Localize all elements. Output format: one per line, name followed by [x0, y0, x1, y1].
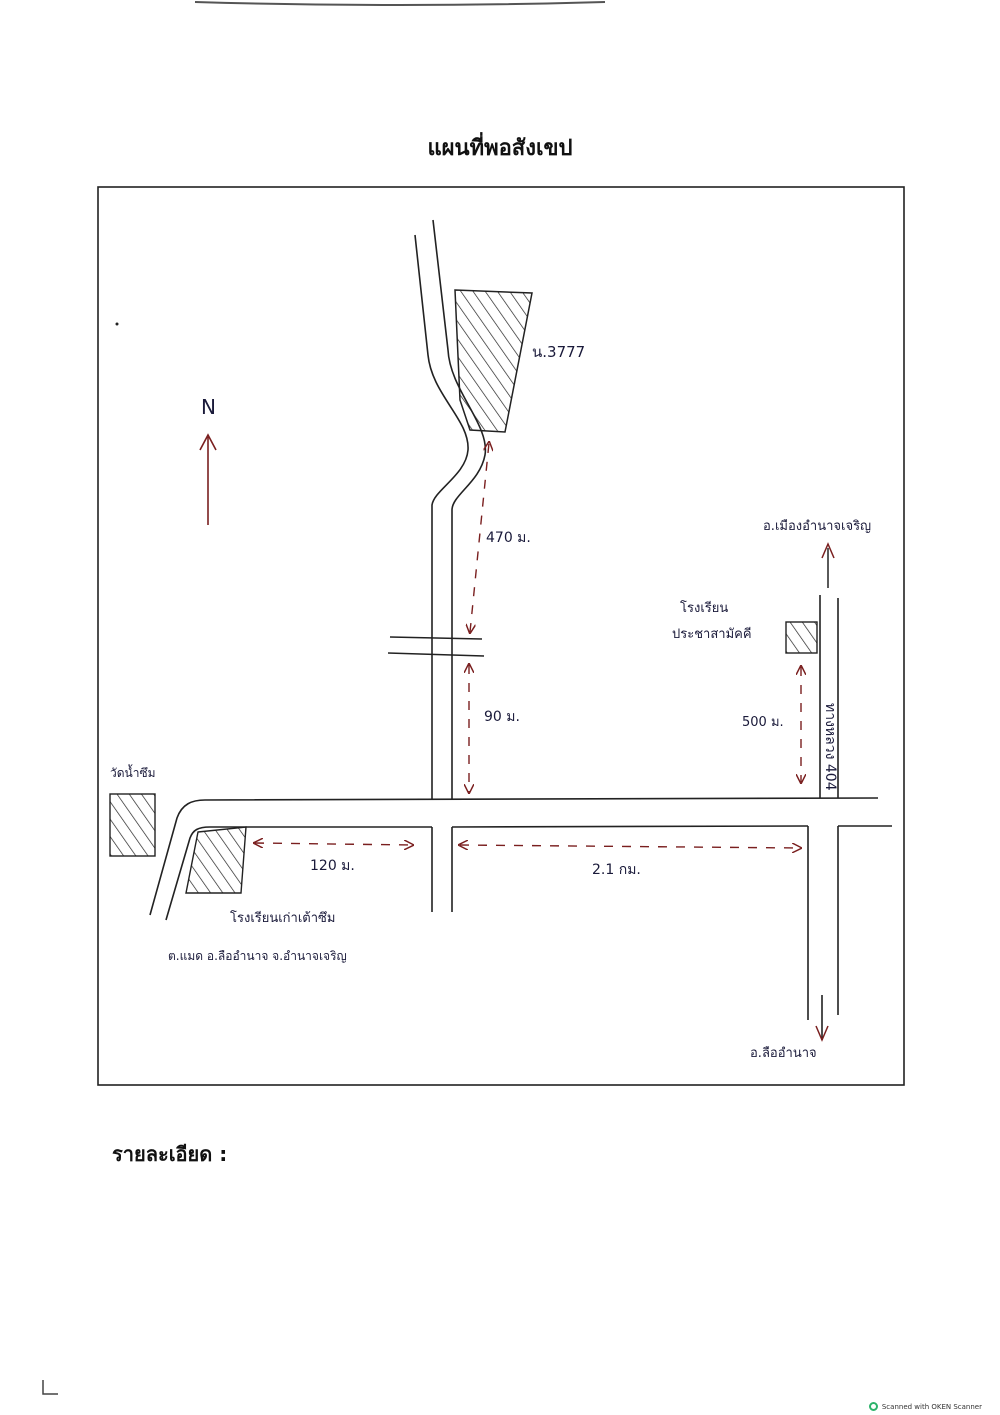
school-bottom-building	[185, 826, 247, 894]
distance-470-label: 470 ม.	[486, 530, 531, 546]
cross-street	[387, 636, 485, 657]
arrow-up-icon	[821, 542, 835, 588]
map-frame	[97, 186, 905, 1086]
distance-90-label: 90 ม.	[484, 709, 520, 725]
stray-dot	[115, 322, 119, 326]
school-prachasamakkhi-label-1: โรงเรียน	[680, 600, 728, 616]
north-arrow-icon	[199, 433, 217, 525]
dest-north-label: อ.เมืองอำนาจเจริญ	[763, 518, 871, 534]
distance-120-marker	[255, 843, 412, 845]
school-prachasamakkhi-label-2: ประชาสามัคคี	[672, 626, 752, 642]
target-parcel	[454, 289, 533, 433]
distance-2-1-marker	[460, 845, 800, 848]
school-bottom-label-1: โรงเรียนเก่าเต้าซึม	[230, 910, 335, 926]
page-edge-mark	[194, 1, 606, 6]
main-road	[149, 797, 892, 921]
highway-404-road	[807, 595, 839, 1040]
distance-120-label: 120 ม.	[310, 858, 355, 874]
parcel-label: น.3777	[532, 343, 585, 361]
distance-2-1-label: 2.1 กม.	[592, 862, 641, 878]
corner-mark	[42, 1380, 58, 1395]
scanner-watermark: Scanned with OKEN Scanner	[868, 1402, 982, 1411]
page-title: แผนที่พอสังเขป	[427, 136, 573, 161]
north-label: N	[201, 395, 216, 419]
school-prachasamakkhi-building	[785, 621, 818, 654]
scanner-logo-icon	[868, 1402, 878, 1411]
school-bottom-label-2: ต.แมด อ.ลืออำนาจ จ.อำนาจเจริญ	[168, 949, 347, 963]
distance-470-marker	[470, 443, 489, 632]
arrow-down-icon	[815, 1025, 829, 1042]
wat-building	[109, 793, 156, 857]
dest-south-label: อ.ลืออำนาจ	[750, 1045, 817, 1061]
highway-label: ทางหลวง 404	[822, 703, 838, 791]
scanner-text: Scanned with OKEN Scanner	[881, 1402, 982, 1411]
details-label: รายละเอียด :	[112, 1142, 228, 1166]
wat-label: วัดน้ำซึม	[110, 764, 156, 780]
distance-500-label: 500 ม.	[742, 715, 784, 730]
